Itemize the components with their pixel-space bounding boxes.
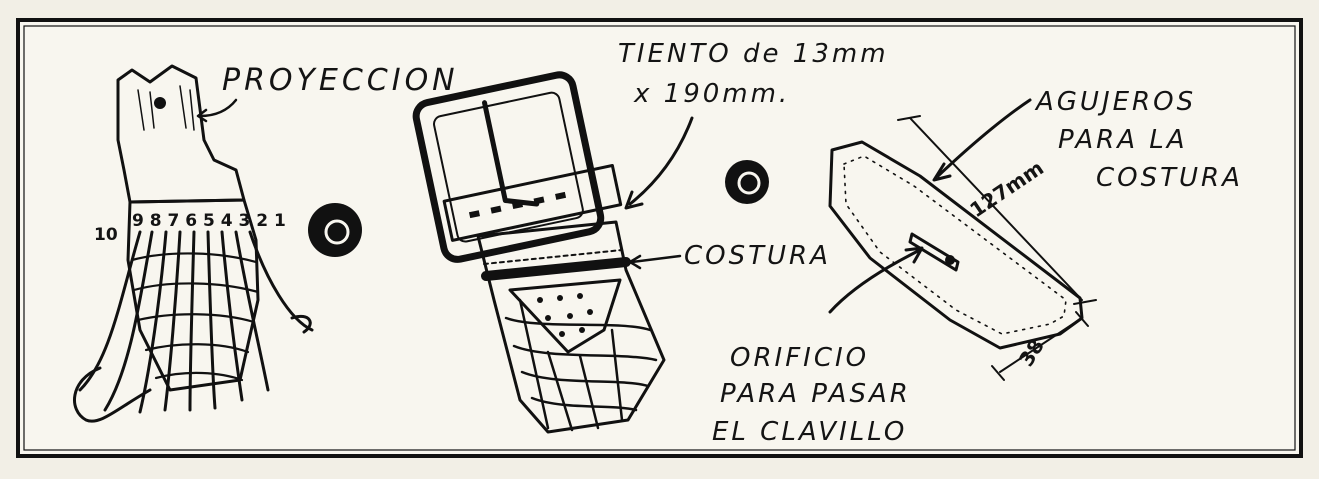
label-tiento-line1: TIENTO de 13mm	[618, 39, 889, 69]
label-agujeros-line3: COSTURA	[1096, 163, 1243, 193]
rivet-left	[308, 203, 362, 257]
arrow-costura	[628, 254, 682, 270]
label-costura: COSTURA	[684, 241, 831, 271]
strand-numbers-row: 9 8 7 6 5 4 3 2 1	[132, 211, 286, 231]
label-orificio-line2: PARA PASAR	[720, 379, 911, 409]
rivet-right	[725, 160, 769, 204]
label-agujeros-line1: AGUJEROS	[1034, 87, 1196, 117]
arrow-tiento	[624, 116, 694, 210]
braided-strap-illustration: 10 9 8 7 6 5 4 3 2 1	[73, 64, 314, 423]
label-orificio-line1: ORIFICIO	[730, 343, 869, 373]
buckle-illustration	[412, 71, 666, 434]
strand-number-10: 10	[94, 225, 118, 245]
label-orificio-line3: EL CLAVILLO	[712, 417, 907, 447]
arrow-orificio	[828, 246, 924, 314]
projection-hole	[154, 97, 166, 109]
arrow-agujeros	[932, 98, 1032, 182]
leather-pattern-illustration	[828, 115, 1097, 381]
label-agujeros-line2: PARA LA	[1058, 125, 1188, 155]
frame-border	[16, 18, 1303, 458]
frame-inner-border	[23, 25, 1296, 451]
label-tiento-line2: x 190mm.	[633, 79, 790, 109]
label-proyeccion: PROYECCION	[222, 63, 459, 98]
arrow-proyeccion	[196, 98, 238, 123]
